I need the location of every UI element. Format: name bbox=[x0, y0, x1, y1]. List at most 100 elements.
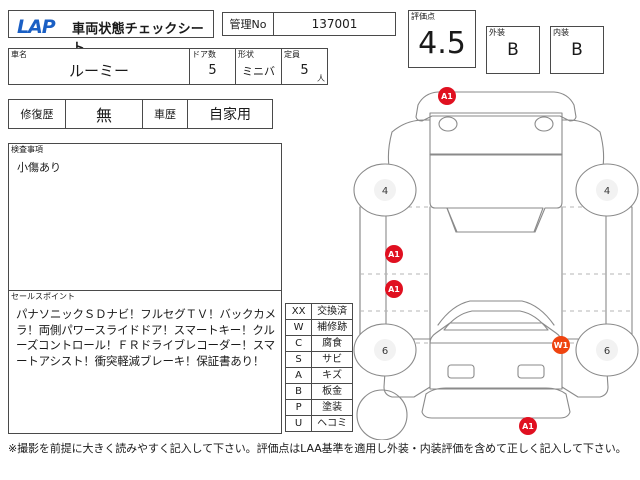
repair-history-label-box: 修復歴 bbox=[8, 99, 66, 129]
rear-hatch-outline bbox=[429, 112, 563, 156]
tire-group bbox=[353, 163, 639, 377]
cabin-outline bbox=[429, 153, 563, 233]
exterior-grade-box: 外装 B bbox=[486, 26, 540, 74]
door-count-value: 5 bbox=[208, 63, 217, 78]
rear-lamp-left bbox=[438, 116, 458, 132]
body-shape-box: 形状 ミニバ bbox=[235, 48, 282, 85]
legend-description: 塗装 bbox=[311, 399, 353, 416]
management-no-value: 137001 bbox=[311, 17, 358, 31]
legend-code: A bbox=[284, 367, 313, 384]
damage-marker-right-front-fender[interactable]: W1 bbox=[552, 336, 570, 354]
inspection-notes-box: 検査事項 小傷あり bbox=[8, 143, 282, 291]
management-no-label-box: 管理No bbox=[222, 12, 274, 36]
left-front-fender bbox=[383, 356, 431, 398]
right-rear-fender-top bbox=[561, 119, 601, 133]
damage-marker-left-front-door[interactable]: A1 bbox=[385, 280, 403, 298]
legend-code: U bbox=[284, 415, 313, 432]
management-no-value-box: 137001 bbox=[273, 12, 396, 36]
sales-point-text: パナソニックＳＤナビ！フルセグＴＶ！バックカメラ！両側パワースライドドア！スマー… bbox=[16, 307, 276, 368]
usage-history-value: 自家用 bbox=[209, 107, 251, 123]
management-no-label: 管理No bbox=[229, 18, 267, 31]
right-front-fender bbox=[561, 356, 609, 398]
car-name-label: 車名 bbox=[11, 50, 27, 59]
legend-description: 補修跡 bbox=[311, 319, 353, 336]
damage-marker-front-bumper[interactable]: A1 bbox=[519, 417, 537, 435]
legend-code: XX bbox=[284, 303, 313, 320]
damage-marker-left-rear-door[interactable]: A1 bbox=[385, 245, 403, 263]
damage-marker-rear-bumper[interactable]: A1 bbox=[438, 87, 456, 105]
windshield-top bbox=[437, 300, 555, 326]
rear-lamp-right bbox=[534, 116, 554, 132]
door-count-box: ドア数 5 bbox=[189, 48, 236, 85]
repair-history-value: 無 bbox=[95, 106, 112, 125]
seat-capacity-unit: 人 bbox=[317, 74, 325, 83]
rear-deck-outline bbox=[446, 207, 544, 233]
legend-description: 腐食 bbox=[311, 335, 353, 352]
body-shape-value: ミニバ bbox=[242, 65, 275, 78]
tire-tread-rear-right: 6 bbox=[604, 346, 610, 357]
inspection-notes-label: 検査事項 bbox=[11, 145, 43, 154]
legend-description: サビ bbox=[311, 351, 353, 368]
car-name-value: ルーミー bbox=[68, 62, 129, 80]
left-rear-fender-top bbox=[391, 119, 431, 133]
tire-front-left-hub bbox=[374, 179, 396, 201]
front-lamp-right bbox=[517, 364, 545, 379]
interior-grade-box: 内装 B bbox=[550, 26, 604, 74]
repair-history-label: 修復歴 bbox=[20, 108, 54, 121]
sales-point-box: セールスポイント パナソニックＳＤナビ！フルセグＴＶ！バックカメラ！両側パワース… bbox=[8, 290, 282, 434]
body-shape-label: 形状 bbox=[238, 50, 254, 59]
evaluation-score-label: 評価点 bbox=[411, 12, 435, 21]
front-face-outline bbox=[429, 342, 563, 390]
evaluation-score-box: 評価点 4.5 bbox=[408, 10, 476, 68]
exterior-grade-label: 外装 bbox=[489, 28, 505, 37]
legend-code: B bbox=[284, 383, 313, 400]
repair-history-value-box: 無 bbox=[65, 99, 143, 129]
seat-capacity-value: 5 bbox=[300, 63, 309, 78]
tire-rear-right-hub bbox=[596, 339, 618, 361]
legend-description: 板金 bbox=[311, 383, 353, 400]
lap-logo: LAP bbox=[17, 16, 56, 38]
right-side-panel bbox=[605, 206, 633, 344]
exterior-grade-value: B bbox=[507, 40, 519, 60]
usage-history-label: 車歴 bbox=[154, 108, 176, 121]
legend-code: P bbox=[284, 399, 313, 416]
legend-code: C bbox=[284, 335, 313, 352]
usage-history-value-box: 自家用 bbox=[187, 99, 273, 129]
legend-description: ヘコミ bbox=[311, 415, 353, 432]
seat-capacity-label: 定員 bbox=[284, 50, 300, 59]
tire-rear-left-hub bbox=[374, 339, 396, 361]
evaluation-score-value: 4.5 bbox=[418, 26, 466, 61]
front-lamp-left bbox=[447, 364, 475, 379]
legend-code: S bbox=[284, 351, 313, 368]
left-side-panel bbox=[359, 206, 387, 344]
interior-grade-value: B bbox=[571, 40, 583, 60]
tire-tread-front-left: 4 bbox=[382, 186, 388, 197]
car-name-box: 車名 ルーミー bbox=[8, 48, 190, 85]
sales-point-label: セールスポイント bbox=[11, 292, 75, 301]
seat-capacity-box: 定員 5 人 bbox=[281, 48, 328, 85]
door-count-label: ドア数 bbox=[192, 50, 216, 59]
inspection-notes-text: 小傷あり bbox=[17, 161, 61, 174]
windshield-glass bbox=[443, 310, 549, 331]
front-bumper-outline bbox=[421, 387, 571, 419]
legend-code: W bbox=[284, 319, 313, 336]
tire-tread-front-right: 4 bbox=[604, 186, 610, 197]
interior-grade-label: 内装 bbox=[553, 28, 569, 37]
footer-note: ※撮影を前提に大きく読みやすく記入して下さい。評価点はLAA基準を適用し外装・内… bbox=[8, 442, 627, 455]
usage-history-label-box: 車歴 bbox=[142, 99, 188, 129]
front-hood-shoulder bbox=[429, 322, 563, 344]
spare-tire-circle bbox=[356, 389, 408, 440]
legend-description: キズ bbox=[311, 367, 353, 384]
legend-description: 交換済 bbox=[311, 303, 353, 320]
